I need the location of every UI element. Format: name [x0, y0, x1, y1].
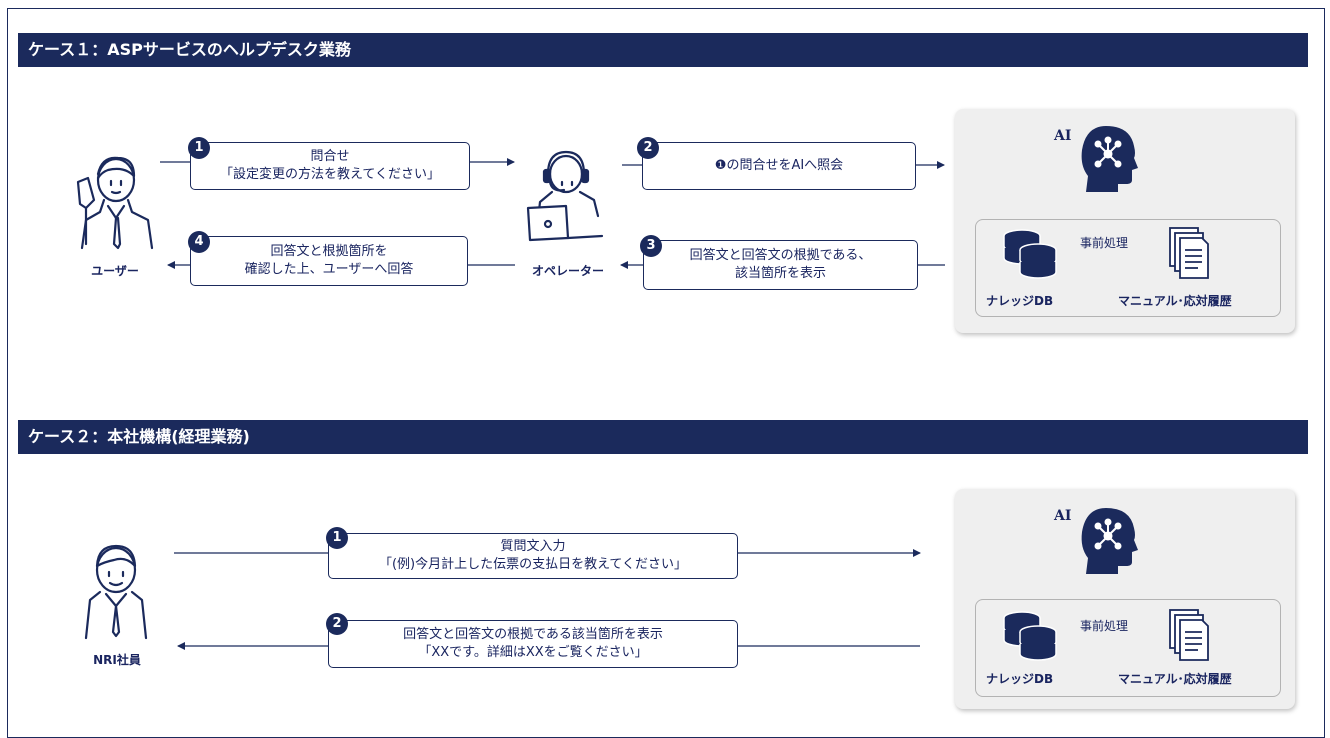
c2-db-label: ナレッジDB — [986, 672, 1054, 686]
c1-step4-line2: 確認した上、ユーザーへ回答 — [244, 262, 414, 277]
c1-step3-line1: 回答文と回答文の根拠である、 — [689, 248, 872, 263]
c1-step2-box: ❶の問合せをAIへ照会 — [642, 142, 916, 190]
c2-preprocess-label: 事前処理 — [1080, 619, 1129, 633]
c1-db-label: ナレッジDB — [986, 294, 1054, 308]
c1-docs-label: マニュアル･応対履歴 — [1118, 294, 1232, 308]
c2-step1-badge: 1 — [326, 527, 348, 549]
c2-docs-label: マニュアル･応対履歴 — [1118, 672, 1232, 686]
c2-knowledge-box — [975, 599, 1281, 697]
c1-step3-box: 回答文と回答文の根拠である、 該当箇所を表示 — [643, 240, 918, 290]
c2-step1-line2: 「(例)今月計上した伝票の支払日を教えてください」 — [378, 557, 688, 572]
c2-step2-box: 回答文と回答文の根拠である該当箇所を表示 「XXです。詳細はXXをご覧ください」 — [328, 620, 738, 668]
c1-step3-line2: 該当箇所を表示 — [734, 266, 826, 281]
employee-label: NRI社員 — [93, 653, 141, 667]
c1-step4-box: 回答文と根拠箇所を 確認した上、ユーザーへ回答 — [190, 236, 468, 286]
c1-step2-badge: 2 — [637, 137, 659, 159]
case2-title: ケース２：本社機構(経理業務) — [28, 427, 250, 446]
c1-step4-badge: 4 — [188, 231, 210, 253]
ai-head-icon — [1081, 508, 1138, 574]
database-icon — [1003, 229, 1057, 279]
c1-preprocess-label: 事前処理 — [1080, 236, 1129, 250]
c2-ai-label: AI — [1054, 508, 1072, 524]
c1-ai-label: AI — [1054, 128, 1072, 144]
case1-title: ケース１：ASPサービスのヘルプデスク業務 — [28, 40, 351, 59]
case1-title-bar: ケース１：ASPサービスのヘルプデスク業務 — [18, 33, 1308, 67]
c2-step1-line1: 質問文入力 — [500, 539, 566, 554]
operator-label: オペレーター — [531, 264, 604, 278]
c1-step1-box: 問合せ 「設定変更の方法を教えてください」 — [190, 142, 470, 190]
c1-step1-line1: 問合せ — [310, 149, 350, 164]
c2-step2-line1: 回答文と回答文の根拠である該当箇所を表示 — [403, 627, 663, 642]
case2-title-bar: ケース２：本社機構(経理業務) — [18, 420, 1308, 454]
employee-icon — [84, 544, 148, 640]
c1-step1-badge: 1 — [188, 137, 210, 159]
c2-step2-badge: 2 — [326, 613, 348, 635]
c2-step1-box: 質問文入力 「(例)今月計上した伝票の支払日を教えてください」 — [328, 533, 738, 579]
documents-icon — [1169, 609, 1209, 661]
c1-step4-line1: 回答文と根拠箇所を — [270, 244, 388, 259]
c2-step2-line2: 「XXです。詳細はXXをご覧ください」 — [418, 645, 648, 660]
c1-knowledge-box — [975, 219, 1281, 317]
c1-step1-line2: 「設定変更の方法を教えてください」 — [220, 167, 440, 182]
ai-head-icon — [1081, 126, 1138, 192]
operator-icon — [526, 150, 604, 242]
database-icon — [1003, 611, 1057, 661]
documents-icon — [1169, 227, 1209, 279]
user-label: ユーザー — [91, 264, 139, 278]
user-icon — [76, 156, 154, 250]
c1-step2-line1: ❶の問合せをAIへ照会 — [714, 158, 844, 173]
c1-step3-badge: 3 — [640, 235, 662, 257]
